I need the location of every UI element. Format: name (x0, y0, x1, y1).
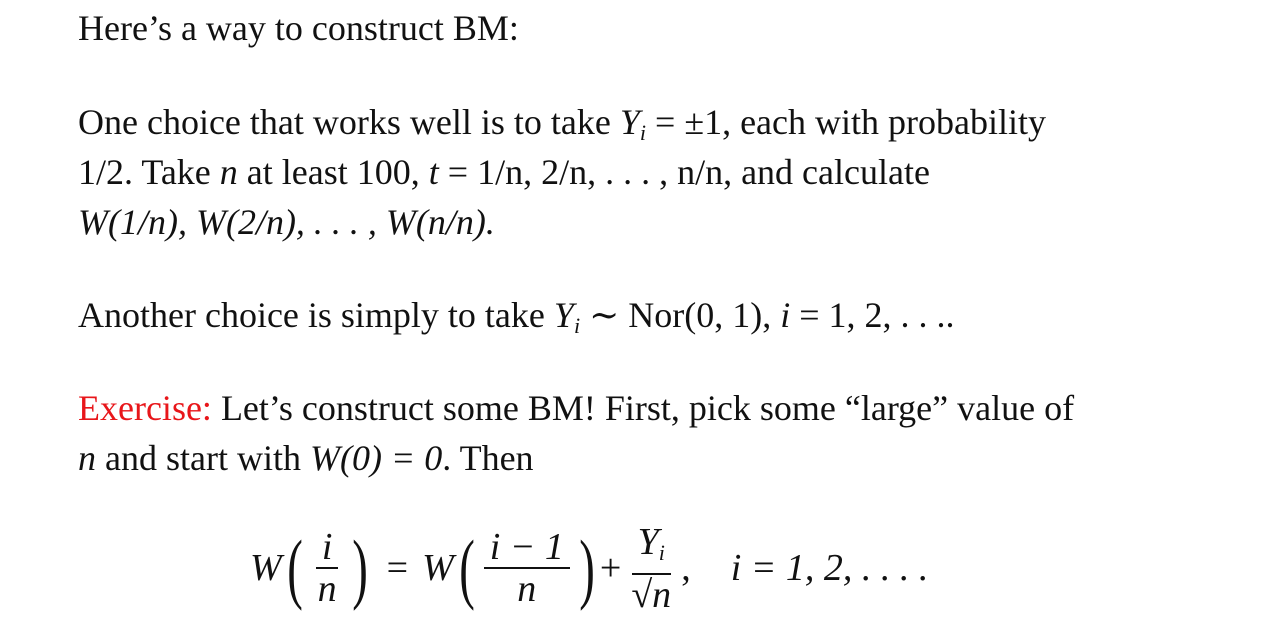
intro-text: Here’s a way to construct BM: (78, 8, 519, 48)
paragraph-1-line-1: One choice that works well is to take Yi… (78, 97, 1046, 158)
text: . Then (442, 438, 534, 478)
var-i: i (780, 295, 791, 335)
comma: , (681, 547, 691, 589)
W-symbol: W (422, 547, 454, 589)
denominator: √n (631, 573, 672, 616)
var-n: n (219, 152, 238, 192)
denominator: n (317, 568, 337, 610)
sub-i: i (639, 120, 647, 145)
paren: ( (458, 524, 475, 611)
paren: ( (286, 524, 303, 611)
paren: ) (579, 524, 595, 611)
var-n: n (78, 438, 96, 478)
text: ∼ Nor(0, 1), (580, 295, 781, 335)
text: at least 100, (237, 152, 429, 192)
text: = 1/n, 2/n, . . . , n/n, and calculate (438, 152, 930, 192)
paren: ) (351, 524, 368, 611)
text: Let’s construct some BM! First, pick som… (211, 388, 1075, 428)
denominator: n (517, 568, 537, 610)
exercise-line-2: n and start with W(0) = 0. Then (78, 433, 534, 483)
increment-fraction: Yi√n (625, 522, 677, 615)
exercise-line-1: Exercise: Let’s construct some BM! First… (78, 383, 1074, 433)
numerator: i − 1 (483, 527, 570, 569)
text: One choice that works well is to take (78, 102, 620, 142)
sub-i: i (573, 313, 581, 338)
paragraph-1-line-2: 1/2. Take n at least 100, t = 1/n, 2/n, … (78, 147, 930, 197)
var-Y: Y (637, 520, 659, 563)
plus: + (599, 547, 622, 589)
paragraph-2: Another choice is simply to take Yi ∼ No… (78, 290, 955, 351)
text: = ±1, each with probability (646, 102, 1046, 142)
sub-i: i (658, 539, 665, 565)
index-range: i = 1, 2, . . . . (730, 547, 929, 589)
W-symbol: W (250, 547, 282, 589)
text: and start with (96, 438, 310, 478)
paragraph-1-line-3: W(1/n), W(2/n), . . . , W(n/n). (78, 202, 495, 242)
numerator: i (315, 527, 339, 569)
var-Y: Y (553, 295, 574, 335)
var-t: t (428, 152, 439, 192)
exercise-label: Exercise: (78, 388, 212, 428)
math-W0: W(0) = 0 (309, 438, 443, 478)
numerator: Yi (631, 520, 671, 575)
var-Y: Y (619, 102, 640, 142)
text: Another choice is simply to take (78, 295, 554, 335)
text: 1/2. Take (78, 152, 220, 192)
equals: = (386, 547, 409, 589)
text: = 1, 2, . . .. (790, 295, 955, 335)
